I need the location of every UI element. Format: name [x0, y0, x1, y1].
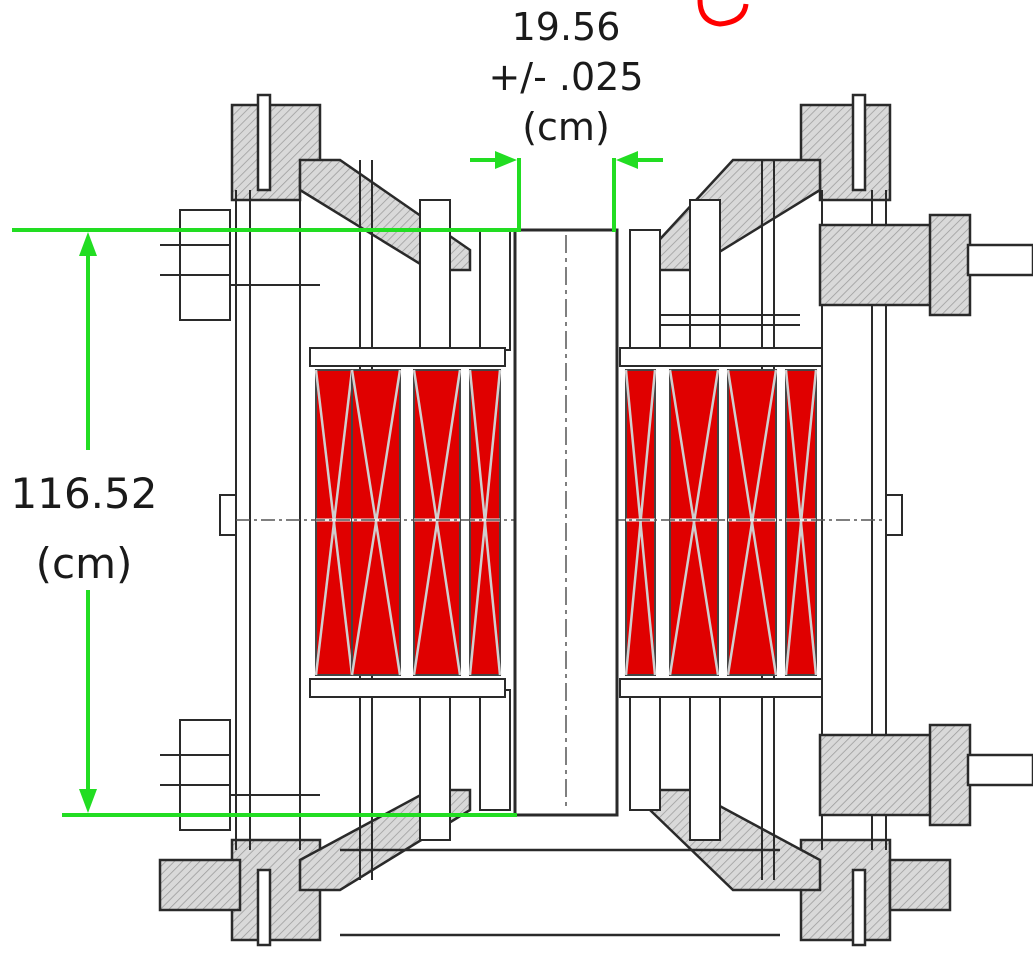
dimension-lines: [12, 151, 663, 817]
coil-cross-brace: [314, 369, 354, 676]
right-lead-boxes: [818, 213, 1033, 827]
height-dimension-value: 116.52: [11, 469, 158, 518]
height-arrow-bottom: [79, 789, 97, 813]
gap-dimension-unit: (cm): [522, 105, 610, 149]
coil-cross-brace: [350, 369, 402, 676]
coil-cross-brace: [468, 369, 502, 676]
height-dimension-unit: (cm): [36, 539, 133, 588]
coil-cross-brace: [624, 369, 657, 676]
title-fragment-red: [697, 0, 749, 27]
coil-end-clamp-bottom: [309, 678, 506, 698]
coil-end-clamp-top: [309, 347, 506, 367]
coil-windings: [309, 347, 823, 698]
coil-cross-brace: [668, 369, 720, 676]
height-arrow-top: [79, 232, 97, 256]
coil-end-clamp-bottom: [619, 678, 823, 698]
central-bore: [513, 228, 619, 817]
coil-cross-brace: [726, 369, 778, 676]
gap-arrow-right-head: [616, 151, 638, 169]
coil-cross-brace: [784, 369, 818, 676]
gap-arrow-left-head: [495, 151, 517, 169]
coil-end-clamp-top: [619, 347, 823, 367]
gap-dimension-tolerance: +/- .025: [488, 55, 643, 99]
coil-cross-brace: [412, 369, 462, 676]
gap-dimension-value: 19.56: [512, 5, 621, 49]
internal-fittings: [419, 199, 800, 841]
